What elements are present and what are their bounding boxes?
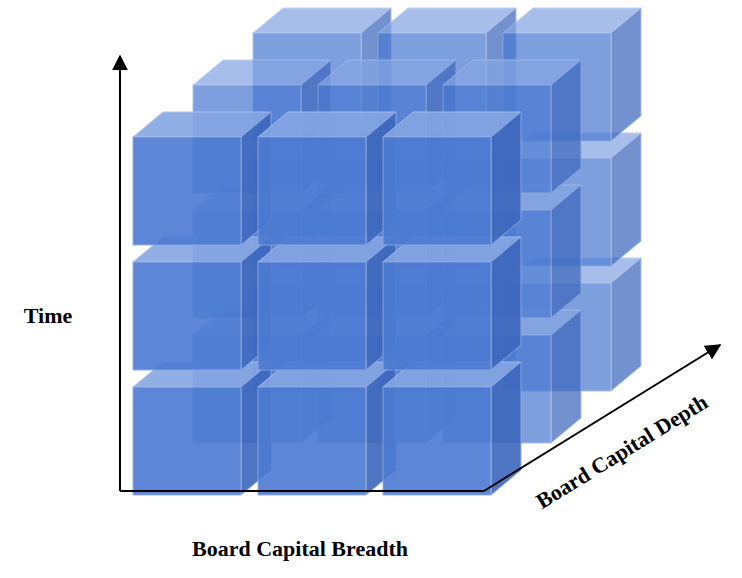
cube bbox=[383, 237, 521, 370]
cube-side bbox=[611, 8, 641, 141]
cube-side bbox=[551, 185, 581, 318]
cube-side bbox=[611, 258, 641, 391]
breadth-axis bbox=[120, 490, 484, 492]
axes bbox=[120, 56, 720, 491]
cube-side bbox=[491, 112, 521, 245]
cube bbox=[258, 362, 396, 495]
cube-side bbox=[491, 237, 521, 370]
cube bbox=[258, 112, 396, 245]
cube-side bbox=[551, 60, 581, 193]
cube-front bbox=[383, 262, 491, 370]
cube bbox=[383, 362, 521, 495]
cube-side bbox=[551, 310, 581, 443]
cube-side bbox=[611, 133, 641, 266]
cube-front bbox=[258, 137, 366, 245]
cube-front bbox=[258, 262, 366, 370]
cube bbox=[383, 112, 521, 245]
time-axis bbox=[119, 56, 121, 491]
cube bbox=[133, 362, 271, 495]
cube-front bbox=[383, 387, 491, 495]
cube-side bbox=[491, 362, 521, 495]
axis-label-time: Time bbox=[24, 304, 72, 328]
axis-label-breadth: Board Capital Breadth bbox=[192, 537, 408, 561]
cube bbox=[133, 112, 271, 245]
cube-grid bbox=[133, 8, 641, 495]
cube-front bbox=[133, 262, 241, 370]
cube bbox=[133, 237, 271, 370]
cube-front bbox=[258, 387, 366, 495]
cube-front bbox=[383, 137, 491, 245]
cube-front bbox=[133, 387, 241, 495]
cube-front bbox=[133, 137, 241, 245]
cube bbox=[258, 237, 396, 370]
